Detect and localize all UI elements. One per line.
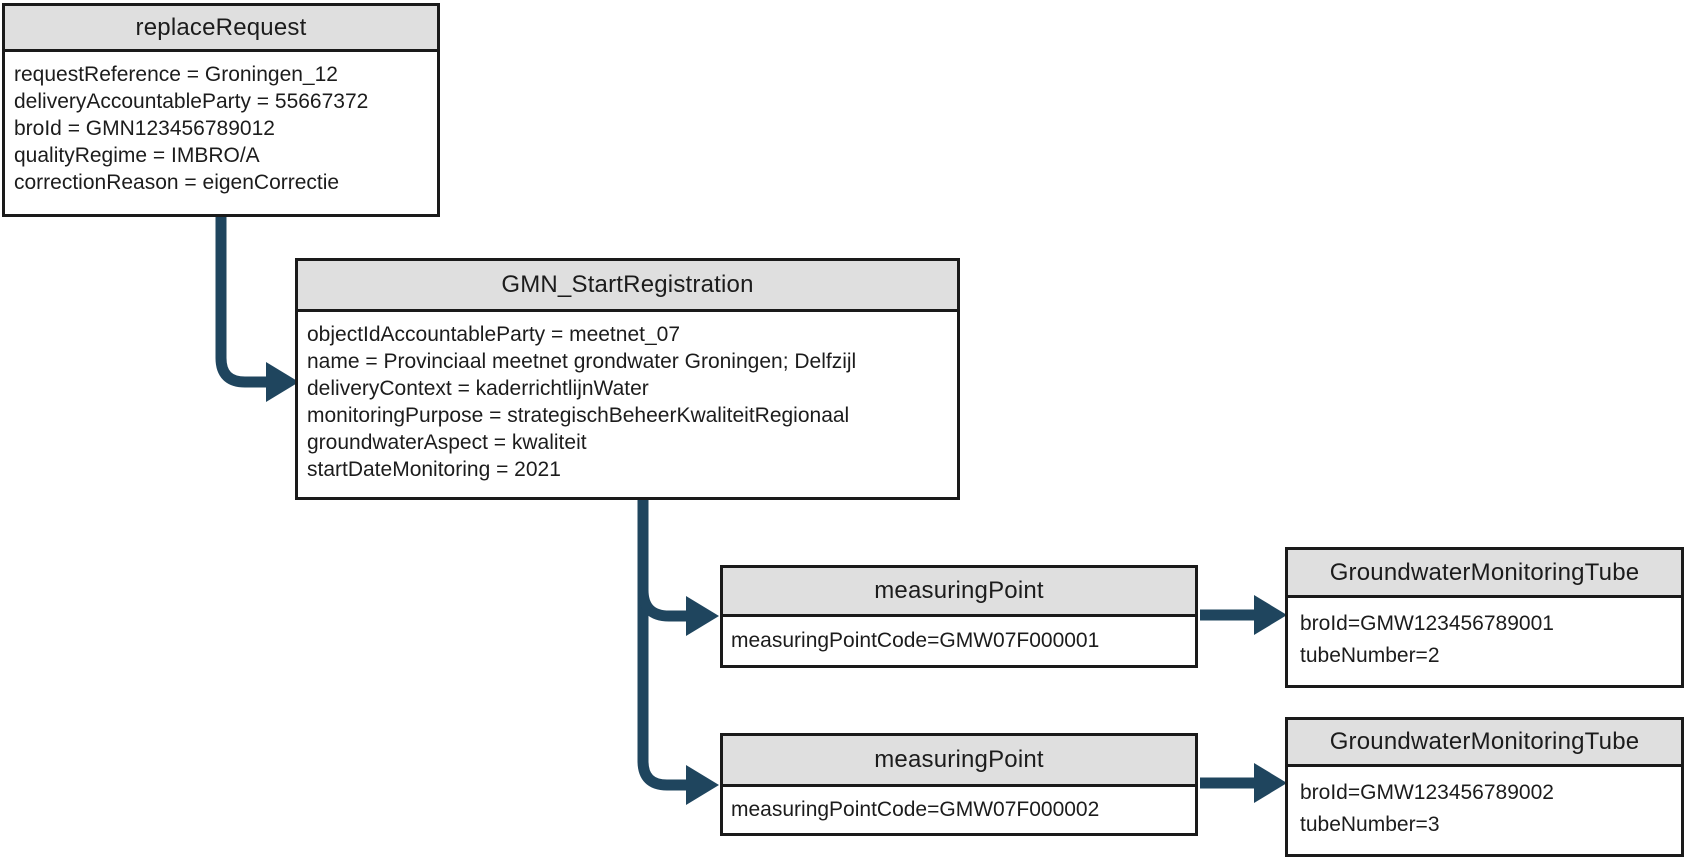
node-groundwater-monitoring-tube-1: GroundwaterMonitoringTube broId=GMW12345… <box>1285 547 1684 688</box>
attribute-line: startDateMonitoring = 2021 <box>307 458 561 481</box>
arrowhead-gmn-to-measuring-point-1 <box>686 596 719 636</box>
node-title: measuringPoint <box>874 746 1044 773</box>
attribute-line: name = Provinciaal meetnet grondwater Gr… <box>307 350 857 373</box>
attribute-line: tubeNumber=3 <box>1300 813 1440 836</box>
edge-replace-to-gmn <box>215 212 270 388</box>
attribute-line: broId=GMW123456789001 <box>1300 612 1554 635</box>
node-replace-request-body: requestReference = Groningen_12 delivery… <box>5 52 437 196</box>
node-title: GroundwaterMonitoringTube <box>1329 558 1640 586</box>
node-replace-request-title-bar: replaceRequest <box>5 6 437 52</box>
node-title: GroundwaterMonitoringTube <box>1329 728 1640 755</box>
attribute-line: measuringPointCode=GMW07F000001 <box>731 629 1100 652</box>
attribute-line: broId = GMN123456789012 <box>14 117 275 140</box>
node-title: measuringPoint <box>874 577 1044 604</box>
node-groundwater-monitoring-tube-1-body: broId=GMW123456789001 tubeNumber=2 <box>1288 598 1681 672</box>
attribute-line: monitoringPurpose = strategischBeheerKwa… <box>307 404 850 427</box>
node-measuring-point-1-body: measuringPointCode=GMW07F000001 <box>723 617 1195 665</box>
arrowhead-gmn-to-measuring-point-2 <box>686 765 719 805</box>
attribute-line: broId=GMW123456789002 <box>1300 781 1554 804</box>
attribute-line: correctionReason = eigenCorrectie <box>14 171 340 194</box>
attribute-line: measuringPointCode=GMW07F000002 <box>731 798 1100 821</box>
node-groundwater-monitoring-tube-1-title-bar: GroundwaterMonitoringTube <box>1288 550 1681 598</box>
attribute-line: groundwaterAspect = kwaliteit <box>307 431 587 454</box>
arrowhead-measuring-point-1-to-tube-1 <box>1254 595 1287 635</box>
attribute-line: objectIdAccountableParty = meetnet_07 <box>307 323 680 346</box>
node-gmn-start-registration-title-bar: GMN_StartRegistration <box>298 261 957 312</box>
node-groundwater-monitoring-tube-2: GroundwaterMonitoringTube broId=GMW12345… <box>1285 717 1684 857</box>
node-measuring-point-1-title-bar: measuringPoint <box>723 568 1195 617</box>
node-groundwater-monitoring-tube-2-body: broId=GMW123456789002 tubeNumber=3 <box>1288 767 1681 841</box>
attribute-line: requestReference = Groningen_12 <box>14 63 338 86</box>
edge-gmn-to-measuring-point-2 <box>637 496 690 791</box>
node-title: replaceRequest <box>135 13 307 41</box>
arrowhead-measuring-point-2-to-tube-2 <box>1254 763 1287 803</box>
node-measuring-point-2-title-bar: measuringPoint <box>723 736 1195 787</box>
attribute-line: deliveryContext = kaderrichtlijnWater <box>307 377 649 400</box>
edge-gmn-to-measuring-point-1 <box>637 589 690 622</box>
node-gmn-start-registration-body: objectIdAccountableParty = meetnet_07 na… <box>298 312 957 483</box>
node-measuring-point-1: measuringPoint measuringPointCode=GMW07F… <box>720 565 1198 668</box>
arrowhead-replace-to-gmn <box>266 362 299 402</box>
attribute-line: deliveryAccountableParty = 55667372 <box>14 90 369 113</box>
node-groundwater-monitoring-tube-2-title-bar: GroundwaterMonitoringTube <box>1288 720 1681 767</box>
attribute-line: tubeNumber=2 <box>1300 644 1440 667</box>
node-title: GMN_StartRegistration <box>501 271 754 298</box>
node-measuring-point-2: measuringPoint measuringPointCode=GMW07F… <box>720 733 1198 836</box>
node-measuring-point-2-body: measuringPointCode=GMW07F000002 <box>723 787 1195 833</box>
node-gmn-start-registration: GMN_StartRegistration objectIdAccountabl… <box>295 258 960 500</box>
attribute-line: qualityRegime = IMBRO/A <box>14 144 260 167</box>
node-replace-request: replaceRequest requestReference = Gronin… <box>2 3 440 217</box>
